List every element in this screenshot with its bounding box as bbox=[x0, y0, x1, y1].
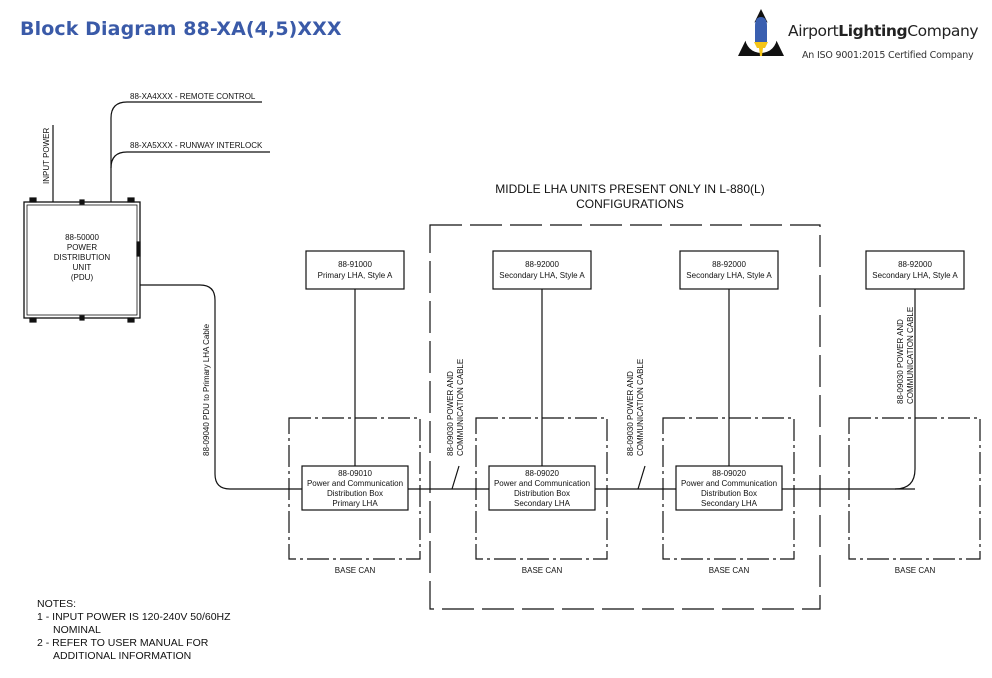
remote-control-label: 88-XA4XXX - REMOTE CONTROL bbox=[130, 92, 256, 101]
pdu-cable-label: 88-09040 PDU to Primary LHA Cable bbox=[202, 323, 211, 456]
lha-part-number: 88-92000 bbox=[898, 260, 932, 269]
note-item: 2 - REFER TO USER MANUAL FOR bbox=[37, 637, 209, 649]
distribution-box-text: 88-09020 bbox=[525, 469, 559, 478]
lha-part-number: 88-92000 bbox=[712, 260, 746, 269]
svg-text:88-09030 POWER AND: 88-09030 POWER AND bbox=[446, 371, 455, 456]
svg-text:88-09030 POWER AND: 88-09030 POWER AND bbox=[896, 319, 905, 404]
distribution-box-text: Distribution Box bbox=[514, 489, 570, 498]
notes-section: NOTES: 1 - INPUT POWER IS 120-240V 50/60… bbox=[37, 598, 231, 663]
runway-interlock-line bbox=[110, 151, 270, 169]
distribution-box-text: Distribution Box bbox=[327, 489, 383, 498]
cable-to-lha-4 bbox=[894, 289, 916, 490]
company-name: AirportLightingCompany bbox=[788, 22, 979, 40]
input-power-label: INPUT POWER bbox=[42, 127, 51, 184]
base-can-2 bbox=[475, 417, 608, 560]
pdu-cable-line bbox=[140, 284, 915, 490]
lha-description: Secondary LHA, Style A bbox=[872, 271, 958, 280]
distribution-box-text: 88-09020 bbox=[712, 469, 746, 478]
middle-group-boundary bbox=[429, 224, 821, 610]
lha-description: Secondary LHA, Style A bbox=[499, 271, 585, 280]
svg-text:88-50000: 88-50000 bbox=[65, 233, 99, 242]
cable-label-1: 88-09030 POWER AND COMMUNICATION CABLE bbox=[446, 359, 465, 456]
remote-control-line bbox=[110, 101, 262, 202]
svg-text:DISTRIBUTION: DISTRIBUTION bbox=[54, 253, 111, 262]
distribution-box-text: Power and Communication bbox=[494, 479, 590, 488]
note-item-cont: NOMINAL bbox=[53, 624, 101, 636]
base-can-label: BASE CAN bbox=[335, 566, 376, 575]
note-item-cont: ADDITIONAL INFORMATION bbox=[53, 650, 192, 662]
base-can-label: BASE CAN bbox=[895, 566, 936, 575]
distribution-box-text: 88-09010 bbox=[338, 469, 372, 478]
base-can-label: BASE CAN bbox=[522, 566, 563, 575]
lha-description: Secondary LHA, Style A bbox=[686, 271, 772, 280]
pdu-box bbox=[23, 197, 141, 323]
middle-group-label-line1: MIDDLE LHA UNITS PRESENT ONLY IN L-880(L… bbox=[495, 182, 764, 196]
pdu-label: 88-50000 POWER DISTRIBUTION UNIT (PDU) bbox=[54, 233, 111, 282]
lha-part-number: 88-91000 bbox=[338, 260, 372, 269]
lha-part-number: 88-92000 bbox=[525, 260, 559, 269]
cable-label-3: 88-09030 POWER AND COMMUNICATION CABLE bbox=[896, 307, 915, 404]
note-item: 1 - INPUT POWER IS 120-240V 50/60HZ bbox=[37, 611, 231, 623]
notes-heading: NOTES: bbox=[37, 598, 77, 610]
base-can-1 bbox=[288, 417, 421, 560]
company-logo: AirportLightingCompany An ISO 9001:2015 … bbox=[736, 6, 986, 66]
distribution-box-text: Power and Communication bbox=[307, 479, 403, 488]
company-tagline: An ISO 9001:2015 Certified Company bbox=[802, 50, 974, 61]
distribution-box-text: Distribution Box bbox=[701, 489, 757, 498]
runway-interlock-label: 88-XA5XXX - RUNWAY INTERLOCK bbox=[130, 141, 263, 150]
svg-text:COMMUNICATION CABLE: COMMUNICATION CABLE bbox=[456, 359, 465, 456]
svg-text:UNIT: UNIT bbox=[73, 263, 92, 272]
base-can-4 bbox=[848, 417, 981, 560]
base-can-3 bbox=[662, 417, 795, 560]
page-title: Block Diagram 88-XA(4,5)XXX bbox=[20, 18, 342, 40]
distribution-box-text: Secondary LHA bbox=[514, 499, 571, 508]
svg-text:COMMUNICATION CABLE: COMMUNICATION CABLE bbox=[636, 359, 645, 456]
svg-text:COMMUNICATION CABLE: COMMUNICATION CABLE bbox=[906, 307, 915, 404]
svg-text:88-09030 POWER AND: 88-09030 POWER AND bbox=[626, 371, 635, 456]
distribution-box-text: Secondary LHA bbox=[701, 499, 758, 508]
middle-group-label-line2: CONFIGURATIONS bbox=[576, 197, 684, 211]
svg-text:POWER: POWER bbox=[67, 243, 97, 252]
airport-light-triangle-icon bbox=[738, 9, 784, 56]
lha-description: Primary LHA, Style A bbox=[318, 271, 393, 280]
svg-text:(PDU): (PDU) bbox=[71, 273, 94, 282]
base-can-label: BASE CAN bbox=[709, 566, 750, 575]
distribution-box-text: Power and Communication bbox=[681, 479, 777, 488]
cable-label-2: 88-09030 POWER AND COMMUNICATION CABLE bbox=[626, 359, 645, 456]
distribution-box-text: Primary LHA bbox=[332, 499, 378, 508]
